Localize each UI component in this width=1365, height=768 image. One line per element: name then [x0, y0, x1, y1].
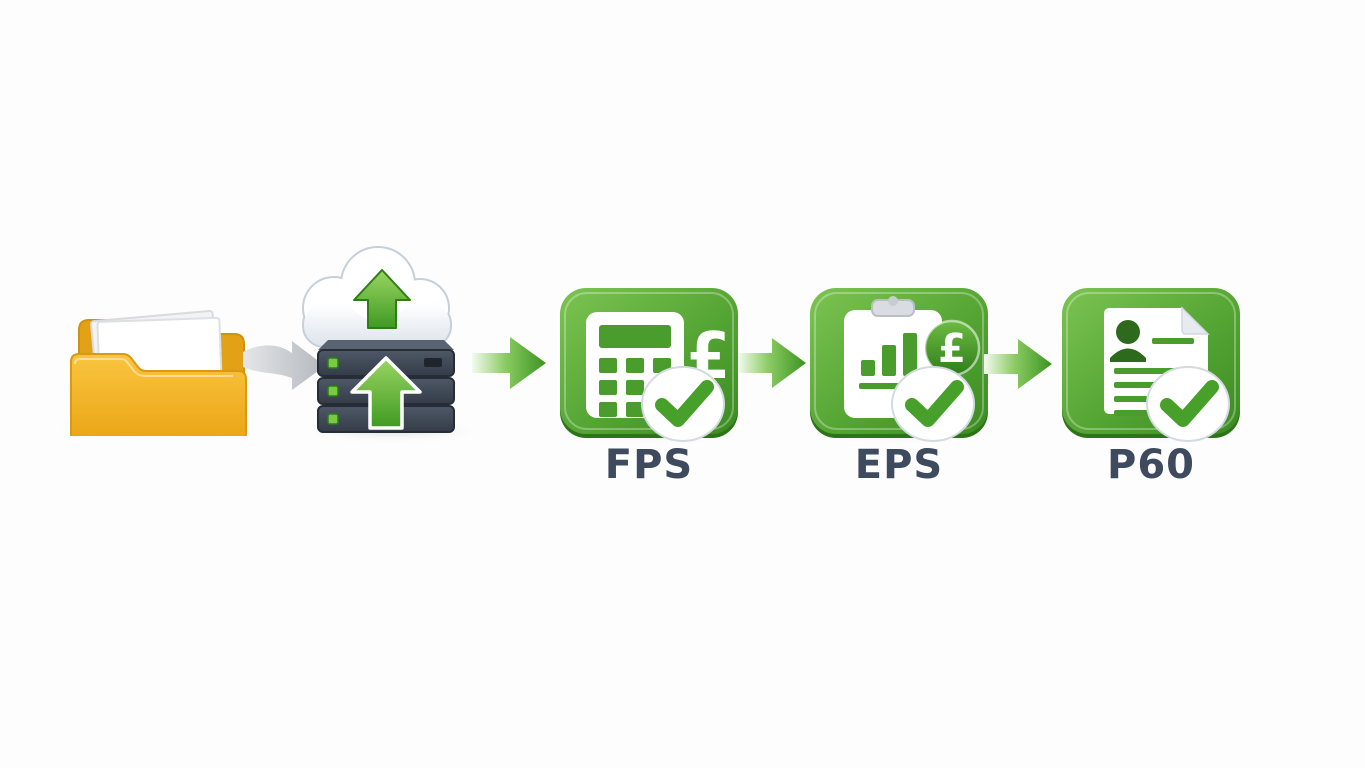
- server-up-arrow: [350, 356, 422, 430]
- step-fps: £ FPS: [556, 286, 756, 488]
- green-arrow-3: [984, 339, 1052, 389]
- pound-badge: £: [923, 319, 981, 377]
- step-label-p60: P60: [1107, 442, 1195, 488]
- check-badge: [891, 366, 975, 442]
- clipboard-chart-pound-check-icon: £: [810, 288, 988, 442]
- check-badge: [1146, 366, 1230, 442]
- pound-symbol: £: [938, 326, 966, 372]
- cloud-upload-server-icon: [302, 246, 455, 433]
- step-eps: £ EPS: [806, 286, 1006, 488]
- calculator-pound-check-icon: £: [560, 288, 738, 442]
- step-label-eps: EPS: [854, 442, 944, 488]
- green-arrow-1: [472, 337, 546, 389]
- check-badge: [641, 366, 725, 442]
- folder-files-icon: [70, 310, 247, 443]
- step-payroll-folder: [55, 286, 255, 443]
- gray-curved-arrow: [243, 341, 325, 390]
- document-employee-check-icon: [1062, 288, 1240, 442]
- step-cloud-upload: [286, 236, 466, 440]
- step-p60: P60: [1058, 286, 1258, 488]
- cloud-up-arrow: [353, 269, 411, 329]
- step-label-fps: FPS: [604, 442, 694, 488]
- green-arrow-2: [738, 338, 806, 388]
